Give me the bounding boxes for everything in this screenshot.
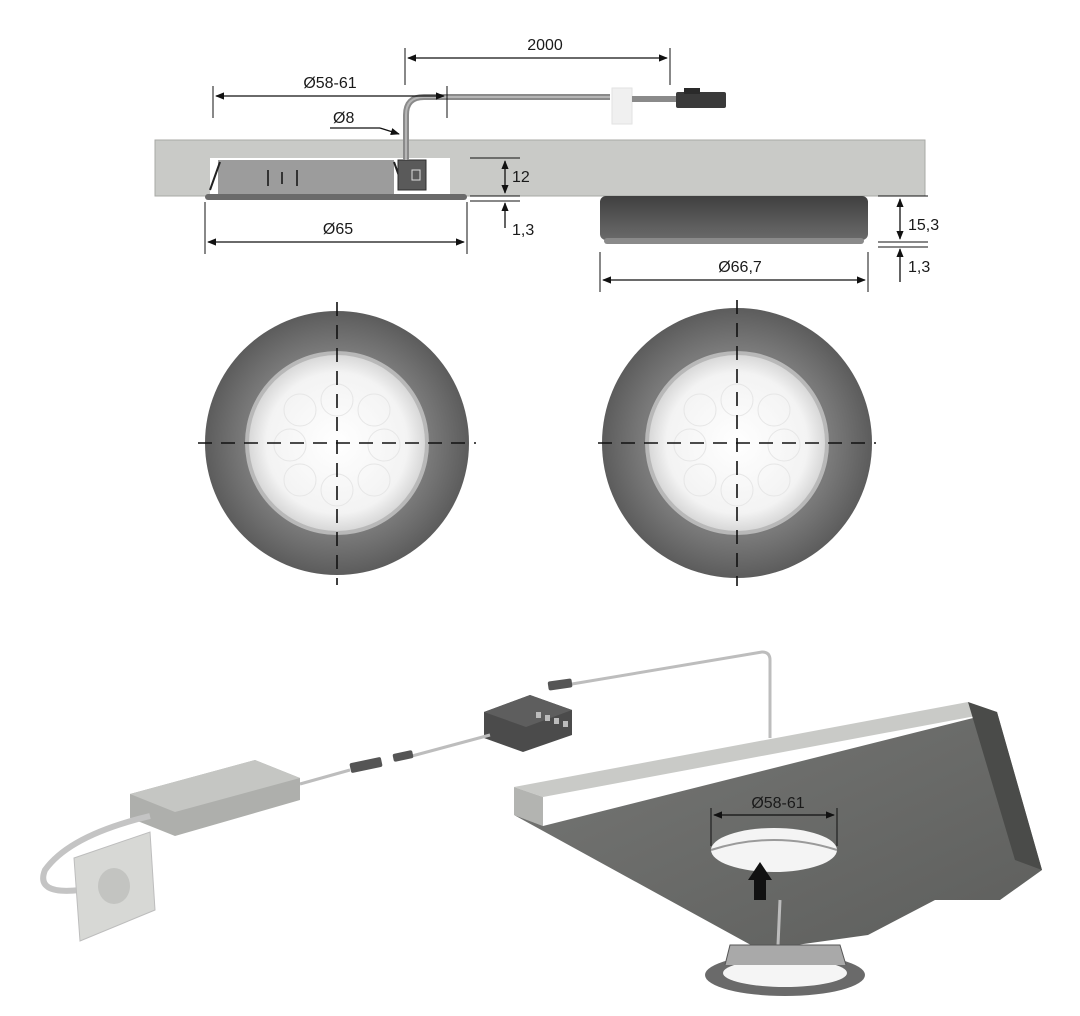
plug-connector: [676, 92, 726, 108]
front-view-surface: [598, 300, 876, 586]
side-view: 2000 Ø58-61 Ø8 12 1,3 Ø65 15,3 1,3: [154, 37, 939, 292]
dim-surface-diameter: Ø66,7: [718, 259, 762, 276]
dim-cable-length: 2000: [527, 37, 563, 54]
insert-arrow-icon: [748, 862, 772, 900]
dim-recessed-depth: 12: [512, 169, 530, 186]
recessed-flange: [205, 194, 467, 200]
dim-surface-depth: 15,3: [908, 217, 939, 234]
dim-recessed-diameter: Ø65: [323, 221, 353, 238]
fixture-cable: [571, 650, 772, 738]
dim-cable-diameter: Ø8: [333, 110, 354, 127]
dim-cutout-diameter: Ø58-61: [303, 75, 356, 92]
board-top-face: [514, 702, 997, 797]
dim-recessed-flange: 1,3: [512, 222, 534, 239]
recessed-housing: [218, 160, 394, 194]
cable-label-tag: [611, 87, 633, 125]
surface-housing: [600, 196, 868, 240]
power-cord: [40, 813, 151, 894]
board-hole: [711, 828, 837, 872]
dim-surface-flange: 1,3: [908, 259, 930, 276]
fixture-lens: [723, 959, 847, 987]
installation-view: Ø58-61: [40, 650, 1042, 996]
dim-cutout-3d: Ø58-61: [751, 795, 804, 812]
front-view-recessed: [198, 302, 476, 585]
